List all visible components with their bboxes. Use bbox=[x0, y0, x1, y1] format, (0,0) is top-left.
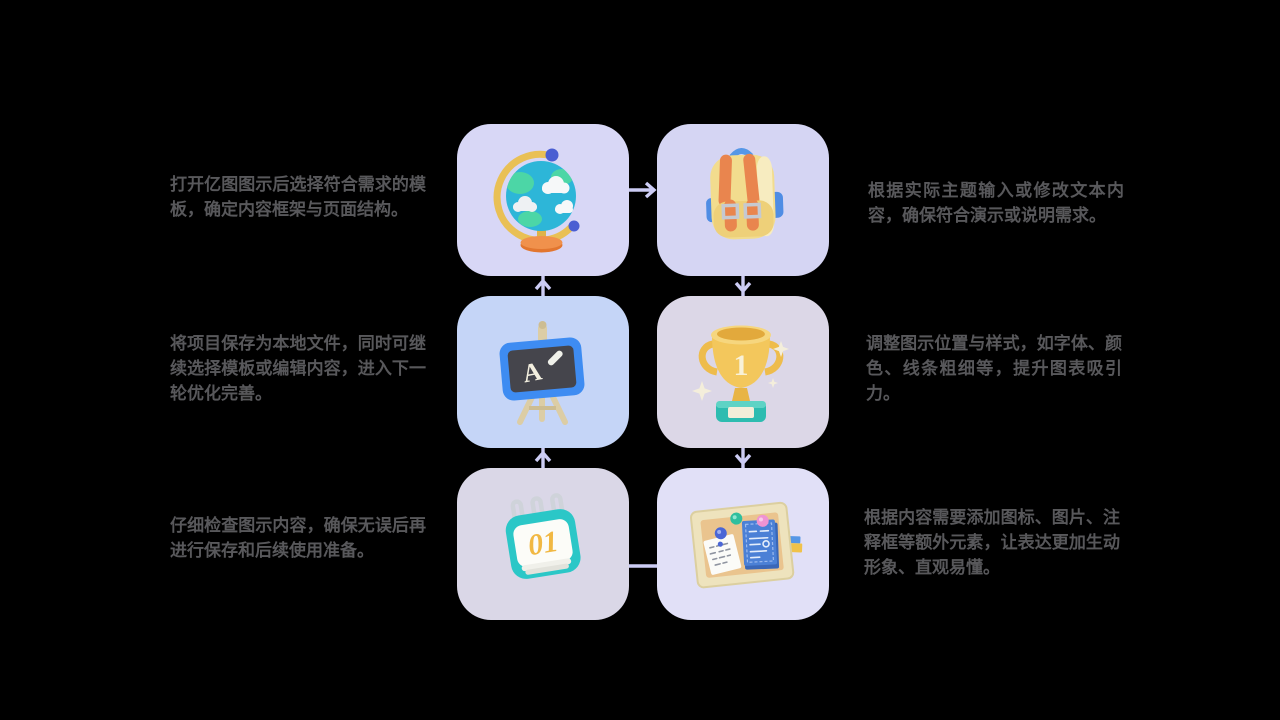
step-1-card bbox=[457, 124, 629, 276]
arrow-up-step5-to-step6-icon bbox=[534, 448, 552, 468]
step-2-card bbox=[657, 124, 829, 276]
step-1-description: 打开亿图图示后选择符合需求的模板，确定内容框架与页面结构。 bbox=[170, 175, 426, 219]
step-6-card: A bbox=[457, 296, 629, 448]
bulletin-board-icon bbox=[689, 501, 803, 589]
svg-text:1: 1 bbox=[734, 349, 749, 382]
arrow-right-step1-to-step2-icon bbox=[629, 181, 657, 199]
step-5-card: 01 bbox=[457, 468, 629, 620]
step-2-description: 根据实际主题输入或修改文本内容，确保符合演示或说明需求。 bbox=[868, 181, 1124, 225]
calendar-icon: 01 bbox=[505, 493, 581, 579]
step-5-description: 仔细检查图示内容，确保无误后再进行保存和后续使用准备。 bbox=[170, 516, 426, 560]
step-4-description: 根据内容需要添加图标、图片、注释框等额外元素，让表达更加生动形象、直观易懂。 bbox=[864, 508, 1120, 577]
step-6-description: 将项目保存为本地文件，同时可继续选择模板或编辑内容，进入下一轮优化完善。 bbox=[170, 334, 426, 403]
trophy-icon: 1 bbox=[692, 325, 789, 422]
arrow-up-step6-to-step1-icon bbox=[534, 276, 552, 296]
backpack-icon bbox=[706, 148, 784, 240]
globe-icon bbox=[493, 148, 580, 253]
arrow-down-step3-to-step4-icon bbox=[734, 448, 752, 468]
line-step4-to-step5 bbox=[629, 564, 657, 568]
step-4-card bbox=[657, 468, 829, 620]
step-3-description: 调整图示位置与样式，如字体、颜色、线条粗细等，提升图表吸引力。 bbox=[866, 334, 1122, 403]
svg-text:01: 01 bbox=[526, 525, 561, 562]
arrow-down-step2-to-step3-icon bbox=[734, 276, 752, 296]
step-3-card: 1 bbox=[657, 296, 829, 448]
blackboard-icon: A bbox=[499, 321, 585, 425]
